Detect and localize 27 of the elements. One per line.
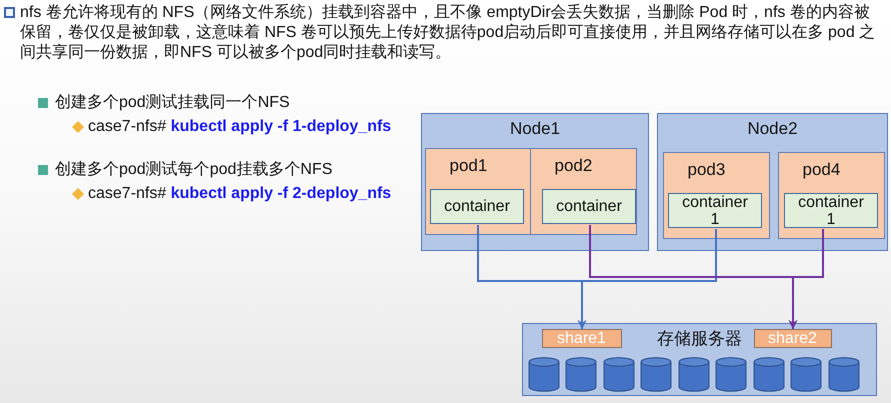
node-box bbox=[657, 113, 888, 251]
connector-arrow bbox=[788, 229, 824, 329]
pod-box bbox=[662, 152, 770, 238]
server-label: 存储服务器 bbox=[657, 329, 742, 349]
list-item-text: 创建多个pod测试每个pod挂载多个NFS bbox=[55, 160, 332, 180]
container-box: container bbox=[430, 189, 524, 224]
command-text: case7-nfs# kubectl apply -f 2-deploy_nfs bbox=[88, 184, 392, 204]
node-title: Node2 bbox=[747, 119, 798, 139]
intro-paragraph: nfs 卷允许将现有的 NFS（网络文件系统）挂载到容器中，且不像 emptyDir会丢失数据，当删除 Pod 时，nfs 卷的内容被保留，卷仅仅是被卸载，这意味着 NFS 卷可以预先上传好数据待pod启动后即可直接使用，并且网络存储可以在多 pod 之间共享同一份数据，即NFS 可以被多个pod同时挂载和读写。 bbox=[20, 3, 876, 63]
pod-box bbox=[778, 152, 884, 238]
connector-arrow bbox=[578, 229, 717, 329]
node-box bbox=[421, 113, 649, 251]
server-box bbox=[522, 323, 877, 396]
pod-label: pod1 bbox=[450, 156, 488, 176]
list-item-text: 创建多个pod测试挂载同一个NFS bbox=[55, 93, 290, 113]
command-text: case7-nfs# kubectl apply -f 1-deploy_nfs bbox=[88, 117, 392, 137]
container-box: container bbox=[542, 189, 636, 224]
pod-label: pod2 bbox=[554, 156, 592, 176]
pod-box bbox=[530, 148, 636, 234]
pod-label: pod3 bbox=[688, 160, 726, 180]
container-box: container 1 bbox=[784, 193, 878, 228]
node-title: Node1 bbox=[510, 119, 560, 139]
pod-box bbox=[424, 148, 530, 234]
share-box: share2 bbox=[754, 328, 832, 348]
container-box: container 1 bbox=[668, 193, 762, 228]
pod-label: pod4 bbox=[802, 160, 840, 180]
share-box: share1 bbox=[542, 328, 622, 348]
